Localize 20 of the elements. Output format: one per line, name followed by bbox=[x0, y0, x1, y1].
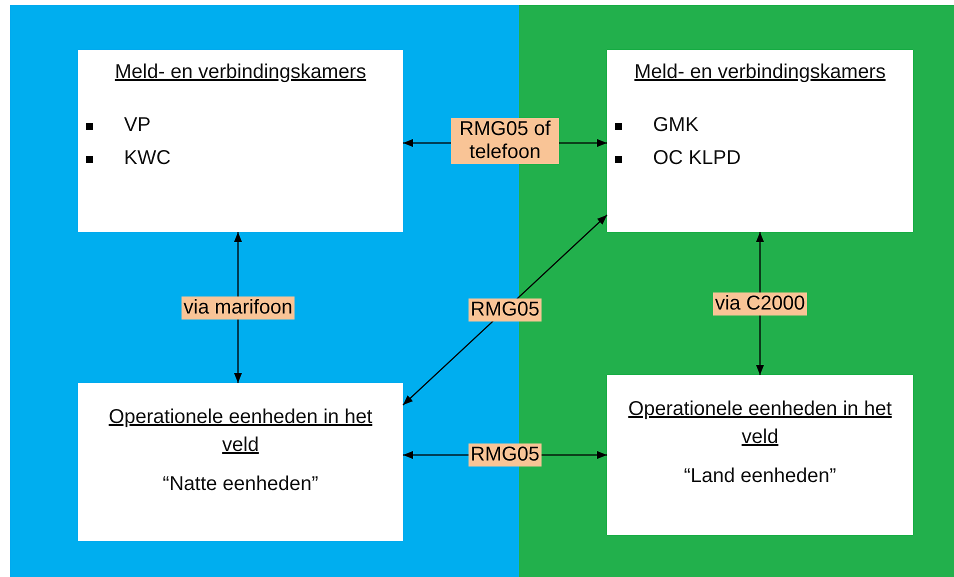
edge-label: via marifoon bbox=[182, 296, 294, 319]
list-item: VP bbox=[124, 114, 151, 137]
text-box bbox=[78, 50, 403, 232]
edge-label: via C2000 bbox=[712, 292, 808, 315]
box-heading: Meld- en verbindingskamers bbox=[633, 60, 887, 85]
box-subtitle: “Natte eenheden” bbox=[162, 473, 320, 496]
box-subtitle: “Land eenheden” bbox=[682, 465, 838, 488]
list-item: OC KLPD bbox=[653, 147, 741, 170]
list-item: KWC bbox=[124, 147, 171, 170]
box-heading: Operationele eenheden in het veld bbox=[627, 397, 893, 450]
text-box bbox=[78, 383, 403, 541]
text-box bbox=[607, 50, 913, 232]
box-heading: Meld- en verbindingskamers bbox=[114, 60, 368, 85]
text-box bbox=[607, 375, 913, 535]
edge-label: RMG05 bbox=[468, 444, 542, 466]
arrow bbox=[402, 214, 608, 406]
edge-label: RMG05 of telefoon bbox=[451, 118, 559, 164]
edge-label: RMG05 bbox=[468, 298, 542, 322]
list-item: GMK bbox=[653, 114, 699, 137]
box-heading: Operationele eenheden in het veld bbox=[108, 405, 374, 458]
